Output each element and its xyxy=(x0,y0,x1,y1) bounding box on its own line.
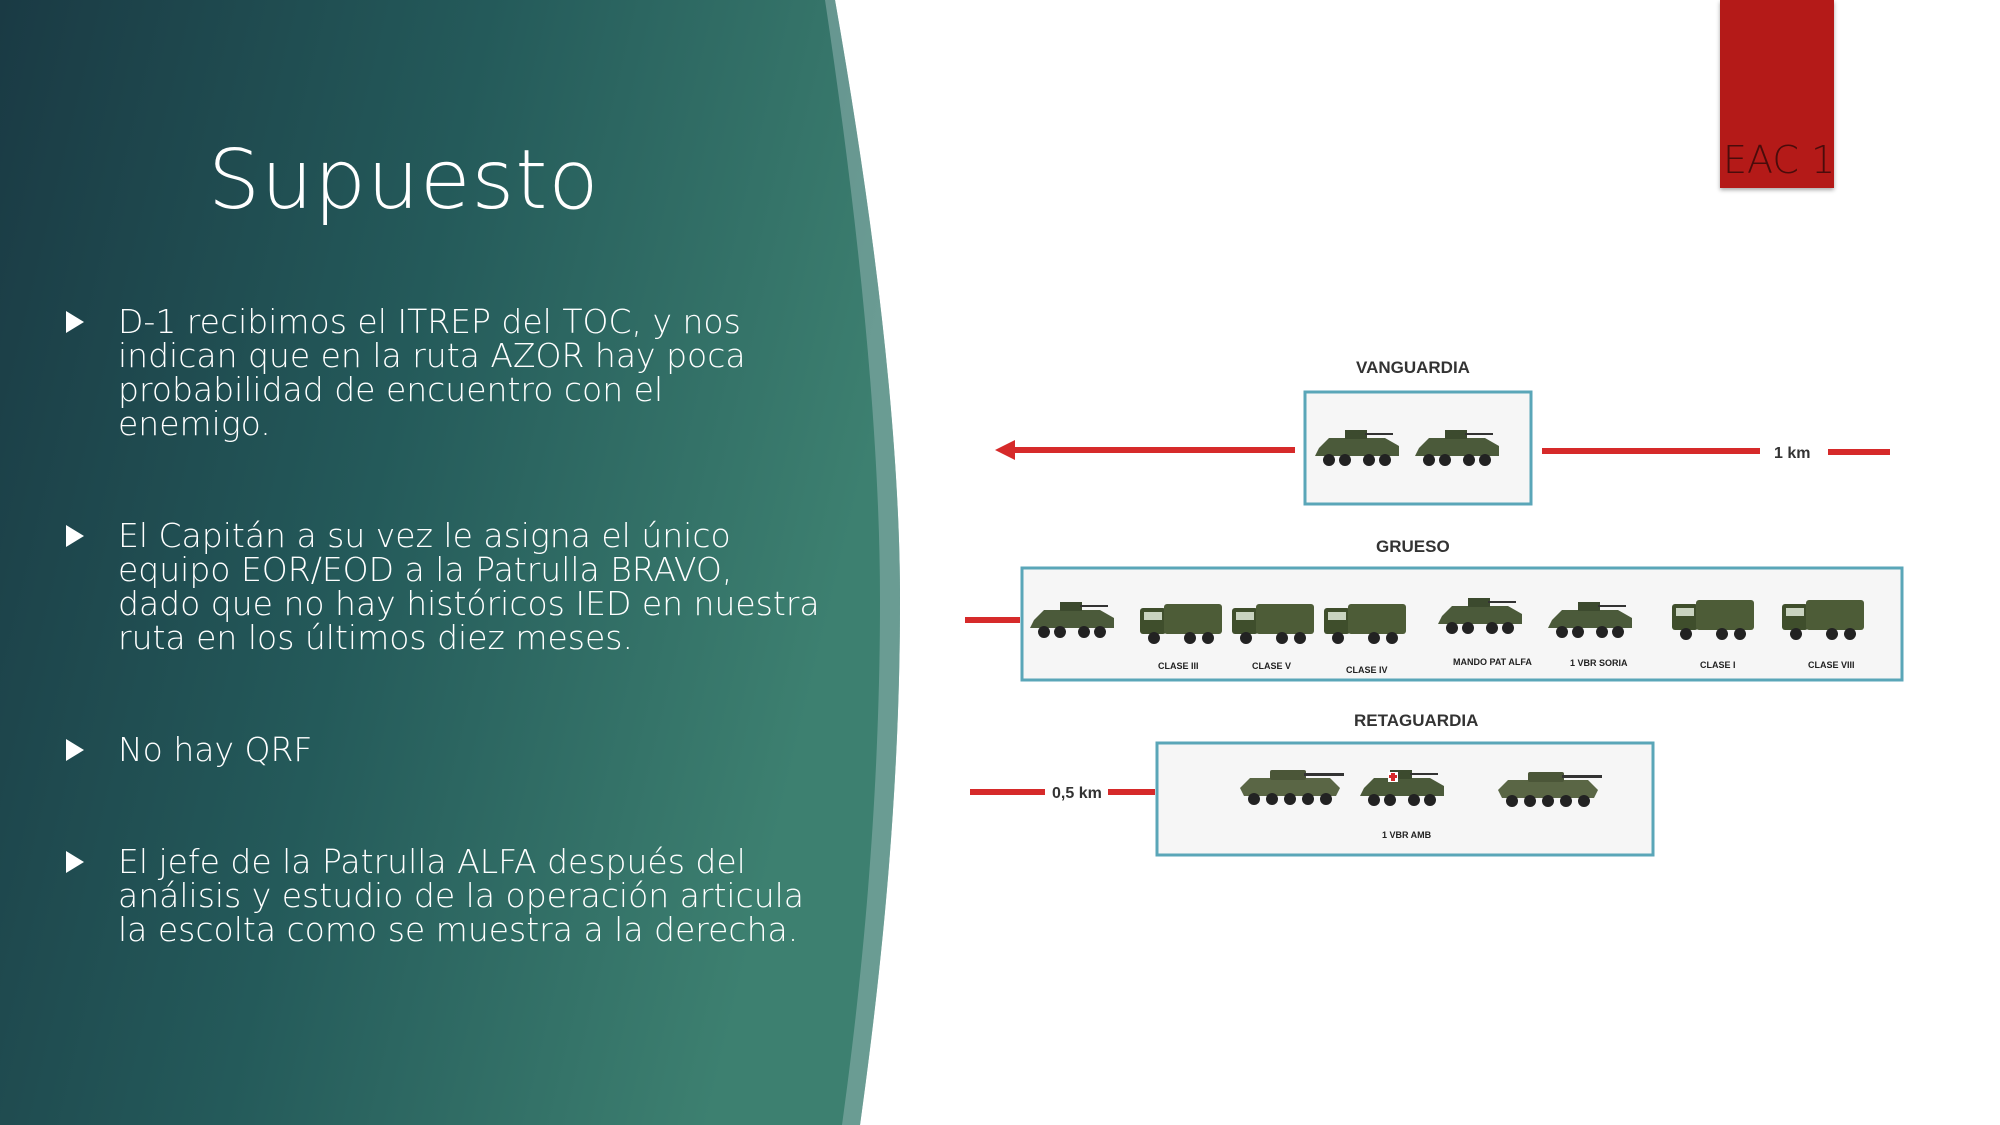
grueso-label: GRUESO xyxy=(1376,537,1450,556)
convoy-diagram: VANGUARDIA 1 km GRUESO CLASE III CLASE V… xyxy=(965,358,1904,857)
bullet-text: El jefe de la Patrulla ALFA después del … xyxy=(118,842,805,949)
vehicle-label: CLASE IV xyxy=(1346,665,1388,675)
bullet-item: No hay QRF xyxy=(60,733,820,767)
vanguardia-distance: 1 km xyxy=(1774,445,1810,462)
vehicle-label: CLASE III xyxy=(1158,661,1199,671)
ambulance-apc-icon xyxy=(1360,770,1444,806)
vehicle-label: CLASE VIII xyxy=(1808,660,1855,670)
bullet-text: El Capitán a su vez le asigna el único e… xyxy=(118,516,820,657)
vehicle-label: CLASE I xyxy=(1700,660,1736,670)
section-tag: EAC 1 xyxy=(1720,0,1836,188)
bullet-item: El Capitán a su vez le asigna el único e… xyxy=(60,519,820,655)
direction-arrow-icon xyxy=(995,440,1015,460)
triangle-bullet-icon xyxy=(66,851,84,873)
bullet-item: El jefe de la Patrulla ALFA después del … xyxy=(60,845,820,947)
triangle-bullet-icon xyxy=(66,525,84,547)
bullet-item: D-1 recibimos el ITREP del TOC, y nos in… xyxy=(60,305,820,441)
vehicle-label: MANDO PAT ALFA xyxy=(1453,657,1532,667)
slide-title: Supuesto xyxy=(208,133,600,228)
triangle-bullet-icon xyxy=(66,311,84,333)
vehicle-label: CLASE V xyxy=(1252,661,1291,671)
bullet-list: D-1 recibimos el ITREP del TOC, y nos in… xyxy=(60,305,820,947)
vanguardia-label: VANGUARDIA xyxy=(1356,358,1470,377)
vehicle-label: 1 VBR AMB xyxy=(1382,830,1432,840)
triangle-bullet-icon xyxy=(66,739,84,761)
vehicle-label: 1 VBR SORIA xyxy=(1570,658,1628,668)
retaguardia-distance: 0,5 km xyxy=(1052,785,1102,802)
retaguardia-label: RETAGUARDIA xyxy=(1354,711,1478,730)
bullet-text: No hay QRF xyxy=(118,730,313,769)
section-tag-label: EAC 1 xyxy=(1723,138,1836,182)
retaguardia-box xyxy=(1155,741,1655,857)
bullet-text: D-1 recibimos el ITREP del TOC, y nos in… xyxy=(118,302,746,443)
